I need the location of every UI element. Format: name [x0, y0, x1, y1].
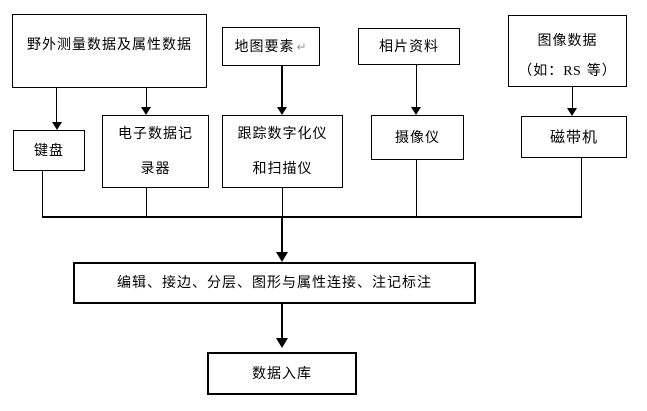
connector-recorder-to-bus	[146, 188, 147, 217]
node-label: 地图要素↵	[234, 40, 307, 54]
node-label: 磁带机	[549, 127, 598, 146]
node-label-line1: 图像数据	[537, 33, 598, 49]
collector-bus-line	[42, 216, 582, 218]
arrowhead-processing-to-database	[276, 338, 288, 348]
connector-field-to-recorder	[146, 88, 147, 107]
node-label-line2: （如：RS 等）	[518, 56, 617, 87]
node-label: 相片资料	[379, 38, 439, 55]
arrowhead-bus-to-processing	[276, 252, 288, 262]
connector-photo-to-camera	[416, 65, 417, 107]
connector-bus-to-processing	[281, 218, 283, 252]
node-keyboard: 键盘	[13, 130, 85, 171]
node-photo-material: 相片资料	[358, 28, 460, 65]
node-label: 编辑、接边、分层、图形与属性连接、注记标注	[117, 275, 432, 291]
node-label: 键盘	[34, 142, 64, 159]
node-image-data: 图像数据 （如：RS 等）	[508, 15, 627, 87]
node-label-line1: 电子数据记	[118, 125, 193, 142]
connector-keyboard-to-bus	[42, 171, 43, 217]
connector-field-to-keyboard	[56, 88, 57, 122]
node-digitizer-scanner: 跟踪数字化仪 和扫描仪	[222, 115, 343, 188]
line2-open: （如：	[518, 63, 564, 79]
connector-image-to-tape	[572, 87, 573, 108]
node-camera: 摄像仪	[371, 115, 464, 160]
node-tape-drive: 磁带机	[521, 116, 627, 158]
arrowhead-field-to-recorder	[141, 107, 151, 115]
rs-code-label: RS	[563, 64, 582, 79]
connector-map-to-digitizer	[281, 66, 283, 107]
map-elements-label: 地图要素	[234, 38, 295, 55]
node-label: 摄像仪	[395, 129, 440, 146]
arrowhead-field-to-keyboard	[52, 122, 62, 130]
line2-close: 等）	[581, 63, 617, 79]
node-label: 数据入库	[252, 365, 312, 382]
node-field-measurement-data: 野外测量数据及属性数据	[12, 14, 207, 88]
node-label: 野外测量数据及属性数据	[27, 37, 192, 53]
node-label-line1: 跟踪数字化仪	[237, 125, 328, 142]
node-map-elements: 地图要素↵	[222, 27, 320, 66]
return-mark-icon: ↵	[296, 39, 308, 54]
node-label-line2: 和扫描仪	[252, 160, 313, 177]
connector-digitizer-to-bus	[282, 188, 283, 217]
node-database-import: 数据入库	[207, 352, 357, 395]
connector-tape-to-bus	[581, 158, 582, 217]
arrowhead-photo-to-camera	[411, 107, 421, 115]
node-label-line2: 录器	[140, 160, 171, 177]
arrowhead-map-to-digitizer	[277, 107, 287, 115]
connector-processing-to-database	[281, 304, 283, 338]
connector-camera-to-bus	[416, 160, 417, 217]
node-processing-step: 编辑、接边、分层、图形与属性连接、注记标注	[73, 262, 476, 304]
arrowhead-image-to-tape	[567, 108, 577, 116]
node-electronic-data-recorder: 电子数据记 录器	[102, 115, 209, 188]
